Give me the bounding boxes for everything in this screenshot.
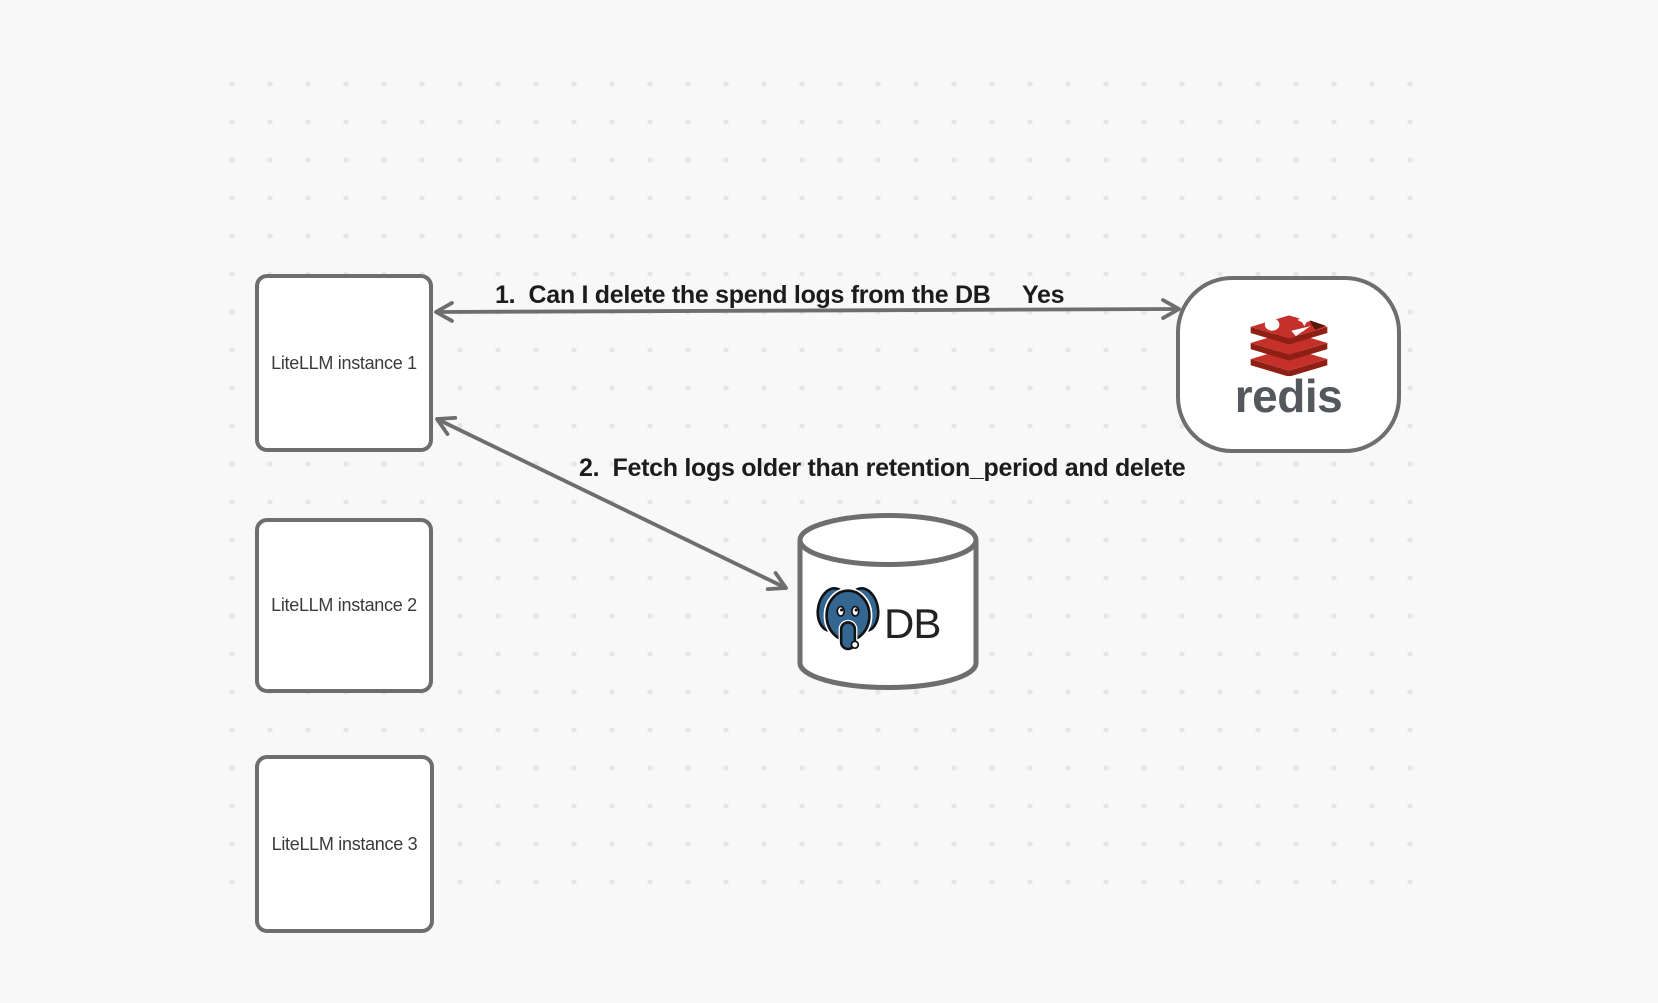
node-litellm-instance-2: LiteLLM instance 2 <box>255 518 433 693</box>
edge-1-arrow <box>434 298 1181 323</box>
redis-wordmark: redis <box>1234 369 1343 422</box>
db-label: DB <box>884 600 941 647</box>
postgresql-elephant-icon <box>816 587 880 652</box>
edge-1-label: 1. Can I delete the spend logs from the … <box>495 281 991 309</box>
node-db: DB <box>797 513 979 692</box>
edge-2-arrow <box>435 415 788 592</box>
edge-1-response-label: Yes <box>1022 281 1065 309</box>
edge-2-label: 2. Fetch logs older than retention_perio… <box>579 454 1186 482</box>
node-litellm-instance-3: LiteLLM instance 3 <box>255 755 434 933</box>
redis-logo-icon <box>1250 313 1327 376</box>
node-label: LiteLLM instance 3 <box>271 833 418 854</box>
node-label: LiteLLM instance 2 <box>271 595 417 615</box>
node-label: LiteLLM instance 1 <box>271 352 417 373</box>
node-litellm-instance-1: LiteLLM instance 1 <box>255 274 433 452</box>
node-redis: redis <box>1176 276 1401 453</box>
